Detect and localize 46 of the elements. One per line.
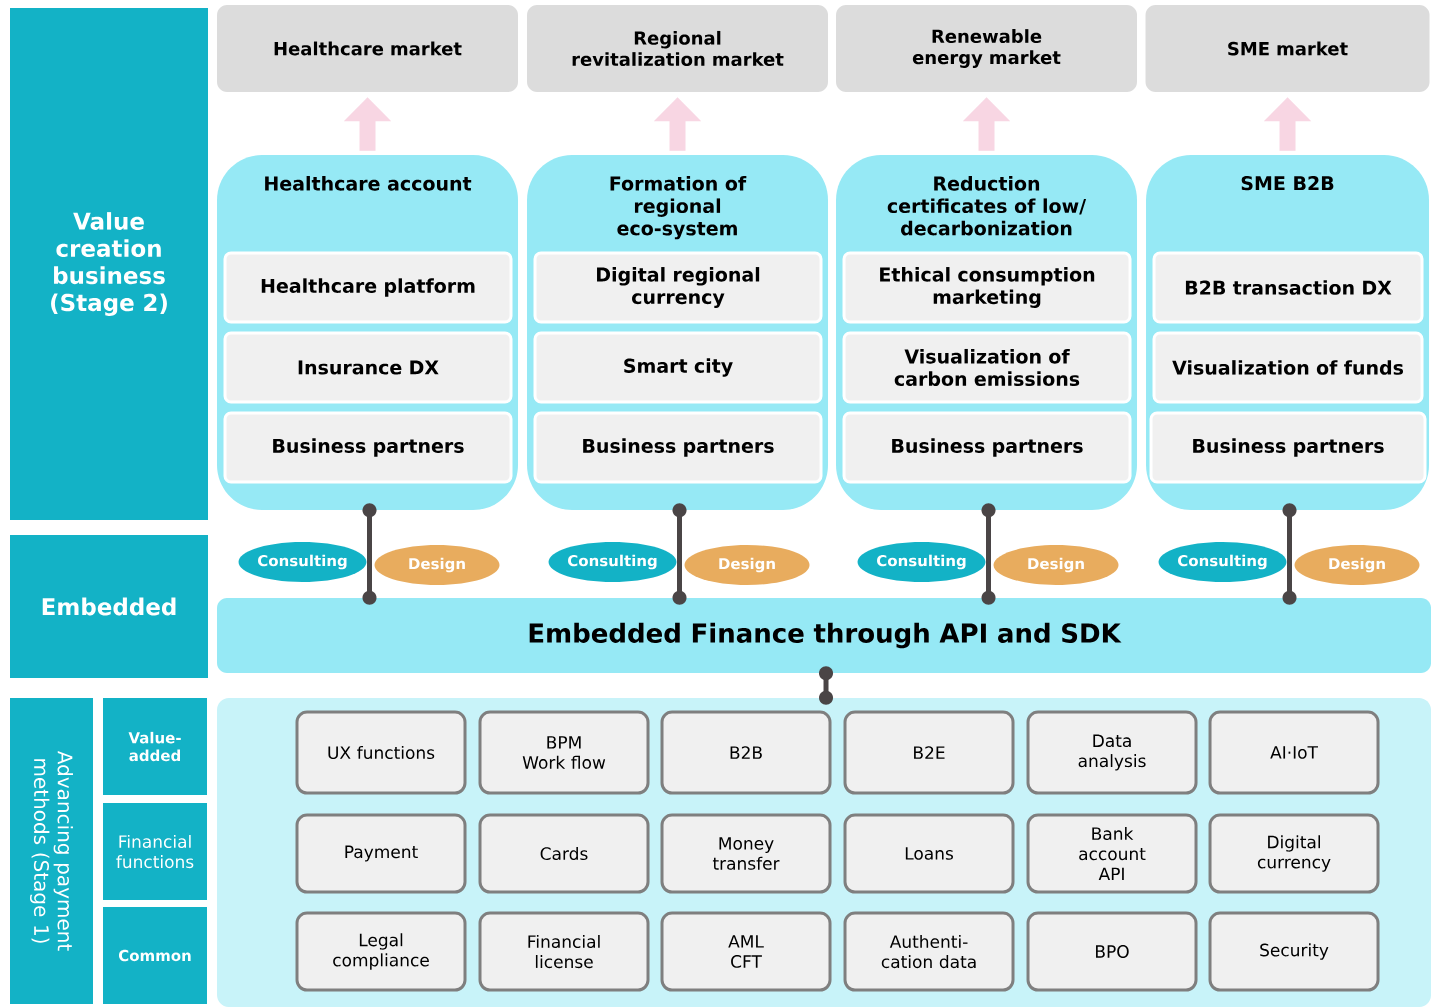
service-box: Business partners xyxy=(223,411,513,484)
function-box: BPO xyxy=(1026,911,1198,992)
category-label: Value- added xyxy=(103,698,207,795)
service-box: Business partners xyxy=(533,411,823,484)
service-box: Insurance DX xyxy=(223,331,513,404)
function-box: B2B xyxy=(660,710,832,795)
function-box: Bank account API xyxy=(1026,813,1198,894)
connector xyxy=(362,503,377,605)
function-box: B2E xyxy=(843,710,1015,795)
stage-label: Embedded xyxy=(10,535,208,678)
function-box: AI·IoT xyxy=(1208,710,1380,795)
category-label: Financial functions xyxy=(103,803,207,900)
connector xyxy=(672,503,687,605)
market-box: Regional revitalization market xyxy=(527,5,828,92)
function-box: Cards xyxy=(478,813,650,894)
function-box: UX functions xyxy=(295,710,467,795)
service-box: Business partners xyxy=(1149,411,1427,484)
connector xyxy=(819,666,833,705)
function-box: Authenti- cation data xyxy=(843,911,1015,992)
api-band: Embedded Finance through API and SDK xyxy=(217,598,1431,673)
connector xyxy=(981,503,996,605)
service-box: Visualization of carbon emissions xyxy=(842,331,1132,404)
function-box: Data analysis xyxy=(1026,710,1198,795)
function-box: Financial license xyxy=(478,911,650,992)
service-box: B2B transaction DX xyxy=(1152,251,1424,324)
market-box: Renewable energy market xyxy=(836,5,1137,92)
function-box: BPM Work flow xyxy=(478,710,650,795)
function-box: Legal compliance xyxy=(295,911,467,992)
function-box: Payment xyxy=(295,813,467,894)
function-box: Security xyxy=(1208,911,1380,992)
function-box: AML CFT xyxy=(660,911,832,992)
service-box: Visualization of funds xyxy=(1152,331,1424,404)
service-box: Healthcare platform xyxy=(223,251,513,324)
market-box: Healthcare market xyxy=(217,5,518,92)
service-box: Smart city xyxy=(533,331,823,404)
function-box: Money transfer xyxy=(660,813,832,894)
category-label: Common xyxy=(103,907,207,1004)
service-box: Business partners xyxy=(842,411,1132,484)
stage-label: Advancing payment methods (Stage 1) xyxy=(10,698,93,1004)
service-box: Digital regional currency xyxy=(533,251,823,324)
function-box: Digital currency xyxy=(1208,813,1380,894)
connector xyxy=(1282,503,1297,605)
market-box: SME market xyxy=(1145,5,1430,92)
stage-label: Value creation business (Stage 2) xyxy=(10,8,208,520)
function-box: Loans xyxy=(843,813,1015,894)
service-box: Ethical consumption marketing xyxy=(842,251,1132,324)
